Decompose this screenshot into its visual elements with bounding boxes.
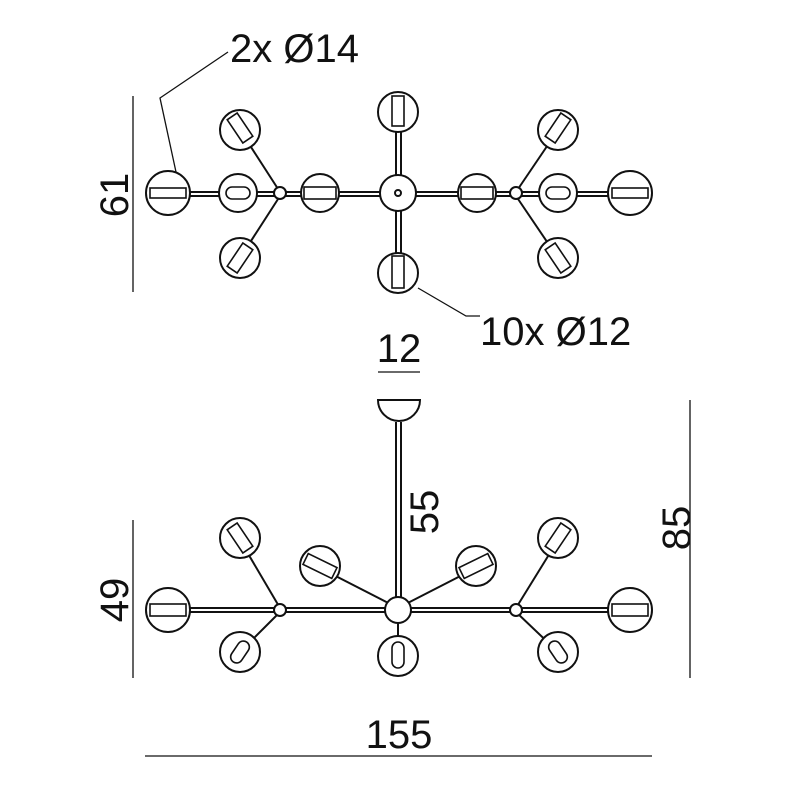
dim-12-text: 12 [377,327,422,371]
socket [226,111,254,145]
socket [303,186,337,200]
socket [460,186,494,200]
callout-leader-small [417,287,480,317]
socket [226,241,254,275]
top-view [132,51,653,317]
dim-61-text: 61 [93,173,137,218]
center-hub-dot [394,189,402,197]
joint-left [273,186,287,200]
socket [611,603,649,617]
socket [229,640,251,664]
socket [301,552,339,580]
socket [544,521,572,555]
socket [225,186,251,200]
socket [457,552,495,580]
socket [544,111,572,145]
callout-large-text: 2x Ø14 [230,27,359,71]
dim-85-text: 85 [655,506,699,551]
socket [547,640,569,664]
socket [149,603,187,617]
socket [545,186,571,200]
socket [391,641,405,669]
canopy [376,399,422,422]
socket [226,521,254,555]
dim-55-text: 55 [403,490,447,535]
socket [149,187,187,199]
callout-small-text: 10x Ø12 [480,310,631,354]
center-hub [384,596,412,624]
socket [611,187,649,199]
joint-right [509,603,523,617]
dim-49-text: 49 [93,578,137,623]
callout-leader-large [159,51,229,173]
dim-155-text: 155 [366,713,433,757]
socket [391,95,405,127]
joint-right [509,186,523,200]
socket [391,255,405,289]
side-view [132,371,691,757]
joint-left [273,603,287,617]
socket [544,241,572,275]
